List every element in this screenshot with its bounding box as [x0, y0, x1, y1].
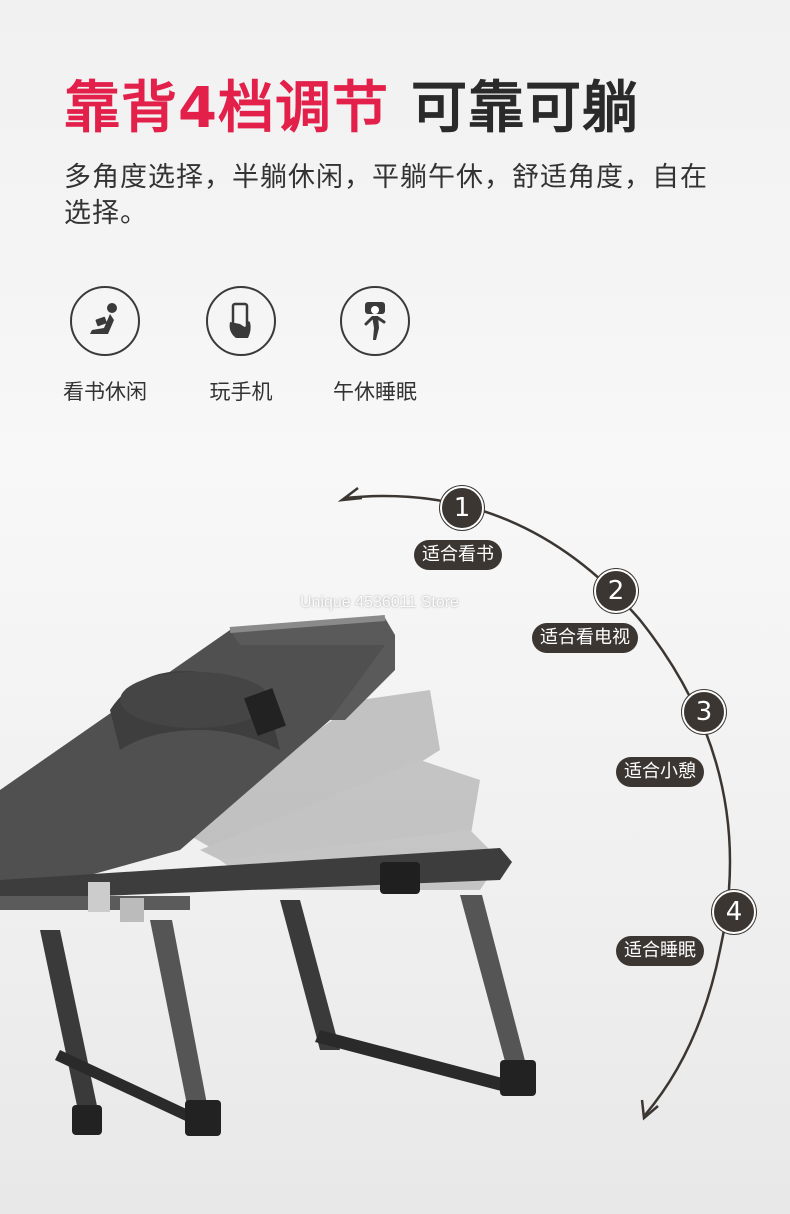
step-2-label: 适合看电视 [532, 623, 638, 653]
seat-frame [0, 848, 512, 922]
step-3-number: 3 [682, 690, 726, 734]
title-highlight: 靠背4档调节 [64, 76, 389, 141]
sleeping-person-icon [340, 286, 410, 356]
arrow-down-icon [640, 1099, 659, 1121]
step-4-number: 4 [712, 890, 756, 934]
backrest [0, 615, 395, 900]
feature-label-phone: 玩手机 [209, 380, 273, 404]
arrow-up-icon [337, 487, 363, 502]
store-watermark: Unique 4536011 Store [300, 594, 459, 611]
feature-reading: 看书休闲 [30, 286, 180, 406]
reading-person-icon [70, 286, 140, 356]
feature-phone: 玩手机 [166, 286, 316, 406]
chair-legs [40, 895, 536, 1136]
feature-label-sleep: 午休睡眠 [333, 380, 417, 404]
pillow [110, 671, 286, 750]
phone-in-hand-icon [206, 286, 276, 356]
step-1-label: 适合看书 [414, 540, 502, 570]
feature-sleep: 午休睡眠 [300, 286, 450, 406]
title-rest: 可靠可躺 [410, 76, 639, 141]
folding-chair-image [0, 615, 536, 1136]
subtitle: 多角度选择，半躺休闲，平躺午休，舒适角度，自在选择。 [64, 162, 708, 229]
page-title: 靠背4档调节可靠可躺 [64, 72, 639, 152]
header-background [0, 0, 790, 460]
step-1-number: 1 [440, 486, 484, 530]
feature-label-reading: 看书休闲 [63, 380, 147, 404]
adjustment-arc [337, 487, 732, 1121]
step-4-label: 适合睡眠 [616, 936, 704, 966]
step-2-number: 2 [594, 569, 638, 613]
step-3-label: 适合小憩 [616, 757, 704, 787]
